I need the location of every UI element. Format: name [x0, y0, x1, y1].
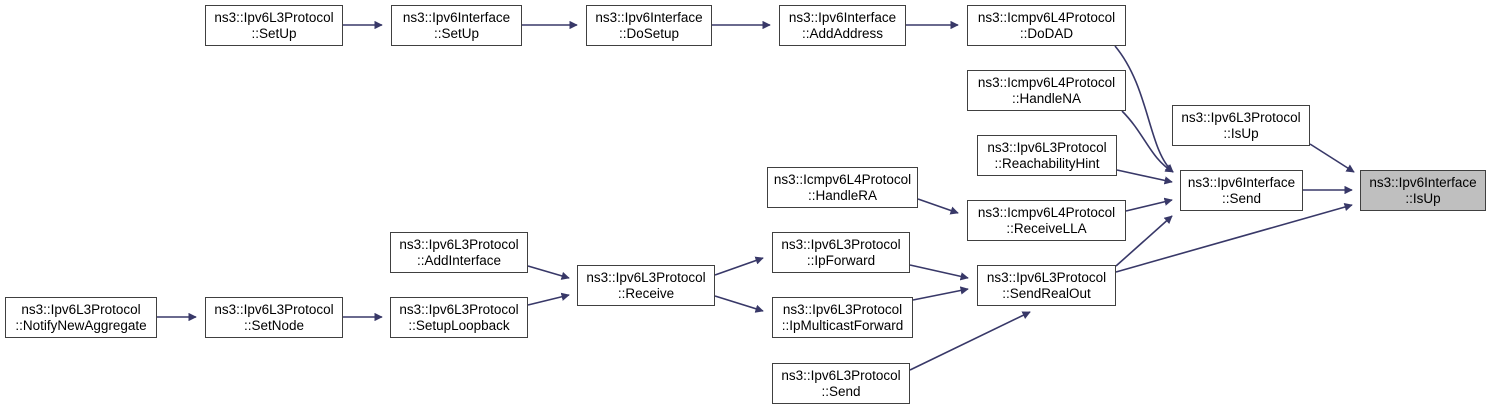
node-label-line2: ::AddAddress — [801, 25, 884, 41]
call-graph-node-ipv6if_isup[interactable]: ns3::Ipv6Interface::IsUp — [1360, 170, 1486, 211]
node-label-line2: ::Send — [821, 383, 861, 399]
call-graph-node-icmpv6_receivella[interactable]: ns3::Icmpv6L4Protocol::ReceiveLLA — [967, 200, 1126, 241]
node-label-line2: ::SetUp — [433, 25, 480, 41]
node-label-line1: ns3::Ipv6L3Protocol — [214, 301, 334, 317]
call-graph-node-ipv6if_dosetup[interactable]: ns3::Ipv6Interface::DoSetup — [586, 5, 712, 46]
call-edge — [917, 198, 959, 215]
node-label-line2: ::IsUp — [1405, 190, 1441, 206]
call-graph-node-ipv6if_addaddress[interactable]: ns3::Ipv6Interface::AddAddress — [779, 5, 906, 46]
node-label-line1: ns3::Ipv6L3Protocol — [781, 236, 901, 252]
node-label-line1: ns3::Ipv6L3Protocol — [399, 236, 519, 252]
call-graph-node-ipv6if_setup[interactable]: ns3::Ipv6Interface::SetUp — [391, 5, 522, 46]
node-label-line1: ns3::Ipv6L3Protocol — [781, 367, 901, 383]
node-label-line2: ::AddInterface — [416, 252, 502, 268]
node-label-line2: ::SetNode — [243, 317, 305, 333]
call-graph-node-ipv6l3_isup[interactable]: ns3::Ipv6L3Protocol::IsUp — [1172, 105, 1310, 146]
call-graph-node-ipv6l3_addinterface[interactable]: ns3::Ipv6L3Protocol::AddInterface — [390, 232, 528, 273]
node-label-line1: ns3::Icmpv6L4Protocol — [977, 74, 1116, 90]
call-edge — [527, 265, 570, 280]
node-label-line2: ::HandleRA — [807, 187, 878, 203]
call-graph-node-icmpv6_dodad[interactable]: ns3::Icmpv6L4Protocol::DoDAD — [967, 5, 1126, 46]
call-graph-node-ipv6l3_ipmcastforward[interactable]: ns3::Ipv6L3Protocol::IpMulticastForward — [772, 297, 913, 338]
node-label-line2: ::ReachabilityHint — [994, 155, 1100, 171]
node-label-line2: ::IpForward — [806, 252, 876, 268]
call-graph-node-ipv6l3_reachhint[interactable]: ns3::Ipv6L3Protocol::ReachabilityHint — [977, 135, 1117, 176]
node-label-line1: ns3::Icmpv6L4Protocol — [977, 204, 1116, 220]
node-label-line1: ns3::Ipv6L3Protocol — [214, 9, 334, 25]
node-label-line1: ns3::Ipv6Interface — [788, 9, 897, 25]
node-label-line2: ::IpMulticastForward — [781, 317, 904, 333]
node-label-line1: ns3::Ipv6L3Protocol — [986, 269, 1107, 285]
node-label-line1: ns3::Ipv6Interface — [402, 9, 511, 25]
call-graph-node-ipv6l3_receive[interactable]: ns3::Ipv6L3Protocol::Receive — [577, 265, 715, 306]
node-label-line1: ns3::Ipv6L3Protocol — [987, 139, 1107, 155]
call-edge — [527, 292, 570, 306]
call-edge — [1121, 110, 1174, 173]
call-graph-node-ipv6l3_setuploopback[interactable]: ns3::Ipv6L3Protocol::SetupLoopback — [390, 297, 528, 338]
call-edge — [1125, 197, 1173, 212]
node-label-line1: ns3::Ipv6Interface — [1187, 174, 1296, 190]
node-label-line2: ::SetupLoopback — [408, 317, 510, 333]
node-label-line2: ::HandleNA — [1011, 90, 1082, 106]
call-edge — [714, 256, 764, 276]
node-label-line1: ns3::Ipv6L3Protocol — [782, 301, 903, 317]
node-label-line2: ::DoDAD — [1019, 25, 1074, 41]
call-graph-node-ipv6l3_sendrealout[interactable]: ns3::Ipv6L3Protocol::SendRealOut — [977, 265, 1116, 306]
node-label-line1: ns3::Ipv6L3Protocol — [1181, 109, 1301, 125]
node-label-line2: ::ReceiveLLA — [1006, 220, 1087, 236]
call-edge — [1115, 203, 1353, 273]
node-label-line1: ns3::Icmpv6L4Protocol — [773, 171, 912, 187]
call-edge — [909, 264, 969, 281]
node-label-line2: ::DoSetup — [618, 25, 680, 41]
call-edge — [912, 286, 969, 301]
call-edge — [909, 311, 1031, 371]
node-label-line1: ns3::Ipv6L3Protocol — [586, 269, 706, 285]
node-label-line2: ::SetUp — [251, 25, 297, 41]
node-label-line1: ns3::Ipv6L3Protocol — [399, 301, 519, 317]
call-graph-node-icmpv6_handlera[interactable]: ns3::Icmpv6L4Protocol::HandleRA — [767, 167, 918, 208]
call-graph-node-ipv6l3_send[interactable]: ns3::Ipv6L3Protocol::Send — [772, 363, 910, 404]
node-label-line2: ::Receive — [617, 285, 675, 301]
call-graph-node-icmpv6_handlena[interactable]: ns3::Icmpv6L4Protocol::HandleNA — [967, 70, 1126, 111]
call-graph-node-ipv6l3_notifynewagg[interactable]: ns3::Ipv6L3Protocol::NotifyNewAggregate — [5, 297, 157, 338]
call-graph-node-ipv6if_send[interactable]: ns3::Ipv6Interface::Send — [1180, 170, 1303, 211]
node-label-line1: ns3::Ipv6Interface — [1369, 174, 1477, 190]
call-graph-node-ipv6l3_setup[interactable]: ns3::Ipv6L3Protocol::SetUp — [205, 5, 343, 46]
call-graph-node-ipv6l3_ipforward[interactable]: ns3::Ipv6L3Protocol::IpForward — [772, 232, 910, 273]
node-label-line2: ::SendRealOut — [1002, 285, 1091, 301]
call-graph-node-ipv6l3_setnode[interactable]: ns3::Ipv6L3Protocol::SetNode — [205, 297, 343, 338]
node-label-line2: ::NotifyNewAggregate — [15, 317, 147, 333]
node-label-line2: ::Send — [1221, 190, 1262, 206]
node-label-line2: ::IsUp — [1223, 125, 1259, 141]
call-edge — [714, 295, 764, 313]
call-edge — [1116, 169, 1173, 185]
node-label-line1: ns3::Icmpv6L4Protocol — [977, 9, 1116, 25]
node-label-line1: ns3::Ipv6L3Protocol — [21, 301, 141, 317]
node-label-line1: ns3::Ipv6Interface — [595, 9, 703, 25]
call-edge — [1309, 143, 1355, 173]
